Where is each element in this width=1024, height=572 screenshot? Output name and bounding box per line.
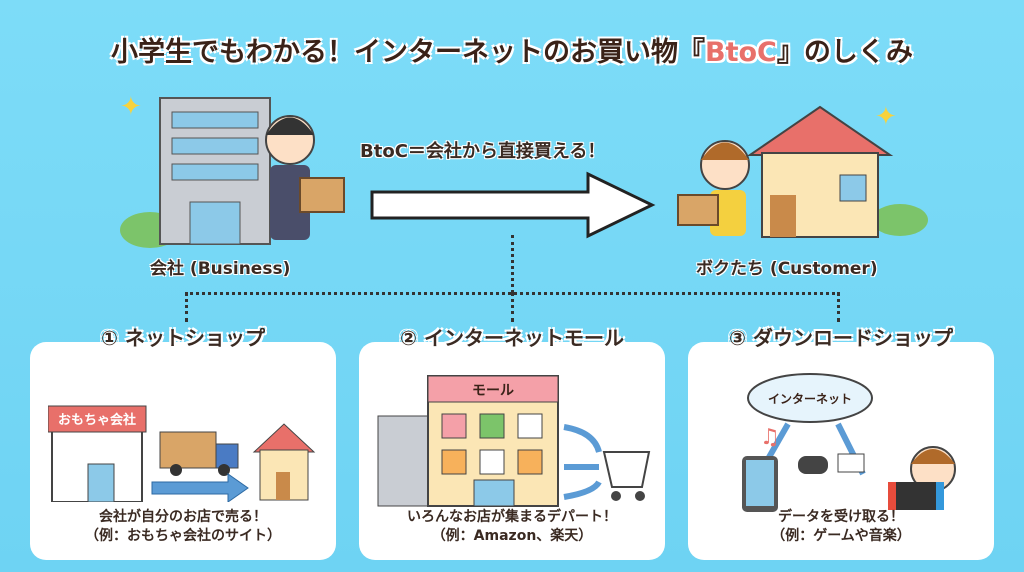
example: （例：Amazon、楽天） (431, 528, 593, 544)
svg-text:モール: モール (472, 383, 514, 399)
example: （例：おもちゃ会社のサイト） (85, 528, 281, 544)
game-controller-icon (798, 456, 828, 474)
customer-label: ボクたち (Customer) (696, 259, 878, 279)
truck-icon (159, 431, 217, 469)
caption: データを受け取る！ (778, 509, 904, 525)
card-internet-mall: モール いろんなお店が集まるデパート！ （例：Amazon、楽天） (359, 342, 665, 560)
card-download-shop: インターネット ♫ データを受け取る！ （例：ゲームや音楽） (688, 342, 994, 560)
arrow-right-icon (370, 171, 656, 239)
svg-text:✦: ✦ (875, 102, 897, 132)
music-icon: ♫ (760, 425, 780, 450)
net-shop-illustration: おもちゃ会社 (48, 405, 316, 502)
card-net-shop: おもちゃ会社 会社が自分のお店で売る！ （例：おもちゃ会社のサイト） (30, 342, 336, 560)
connector (511, 292, 514, 322)
box-icon (299, 177, 345, 213)
arrow-icon (563, 424, 602, 500)
svg-text:おもちゃ会社: おもちゃ会社 (58, 412, 136, 428)
shopping-cart-icon (602, 451, 651, 488)
connector (511, 235, 514, 293)
customer-illustration: ✦ (677, 102, 928, 238)
example: （例：ゲームや音楽） (771, 528, 911, 544)
game-console-icon (888, 482, 944, 510)
btoc-definition: BtoC＝会社から直接買える！ (360, 141, 606, 162)
download-illustration: インターネット ♫ (742, 373, 956, 512)
arrow-icon (151, 473, 249, 502)
card-title-internet-mall: ② インターネットモール (400, 326, 624, 350)
svg-text:インターネット: インターネット (768, 392, 852, 406)
business-illustration: ✦ (120, 92, 345, 248)
business-label: 会社 (Business) (150, 259, 291, 279)
card-title-download-shop: ③ ダウンロードショップ (729, 326, 953, 350)
house-icon (746, 105, 894, 156)
book-icon (837, 453, 865, 473)
card-title-net-shop: ① ネットショップ (101, 326, 265, 350)
cloud-icon (747, 373, 873, 423)
caption: 会社が自分のお店で売る！ (99, 509, 267, 525)
page-title: 小学生でもわかる！インターネットのお買い物『BtoC』のしくみ (111, 37, 913, 68)
caption: いろんなお店が集まるデパート！ (407, 509, 617, 525)
house-icon (252, 423, 316, 453)
sparkle-icon: ✦ (120, 92, 142, 122)
mall-illustration: モール (377, 375, 651, 507)
